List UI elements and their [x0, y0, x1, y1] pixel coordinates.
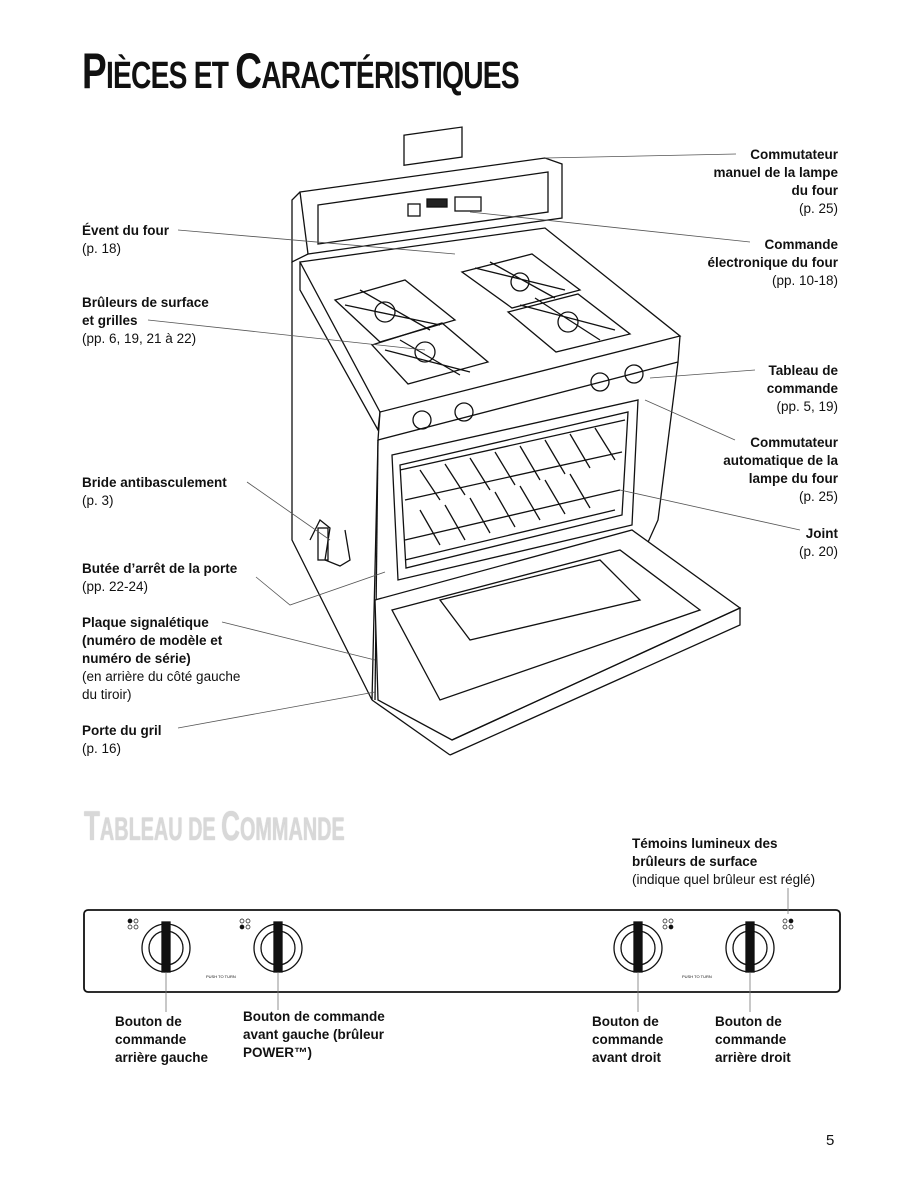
leader-lines	[147, 153, 801, 729]
cooktop	[298, 227, 682, 441]
oven-body	[291, 262, 742, 756]
indicator-lights	[127, 918, 794, 930]
page-number: 5	[826, 1132, 835, 1149]
callout-nameplate: Plaque signalétique (numéro de modèle et…	[82, 615, 241, 702]
control-panel-strip	[83, 888, 841, 1012]
push-to-turn-left: PUSH TO TURN	[206, 974, 236, 979]
callout-electronic-control: Commande électronique du four (pp. 10-18…	[707, 237, 838, 288]
callout-anti-tip: Bride antibasculement (p. 3)	[82, 475, 227, 508]
knob-front-right	[613, 921, 663, 973]
callout-burners: Brûleurs de surface et grilles (pp. 6, 1…	[82, 295, 209, 346]
knob-front-left	[253, 921, 303, 973]
callout-gasket: Joint (p. 20)	[798, 526, 838, 559]
page-title: PIÈCES ET CARACTÉRISTIQUES	[82, 43, 520, 99]
callout-lamp-switch: Commutateur manuel de la lampe du four (…	[713, 147, 838, 216]
section-subtitle: TABLEAU DE COMMANDE	[84, 802, 345, 849]
callout-oven-vent: Évent du four (p. 18)	[82, 223, 169, 256]
push-to-turn-right: PUSH TO TURN	[682, 974, 712, 979]
callout-indicator-lights: Témoins lumineux des brûleurs de surface…	[632, 836, 816, 887]
backguard	[291, 126, 563, 264]
callout-control-panel: Tableau de commande (pp. 5, 19)	[766, 363, 838, 414]
callout-broiler-door: Porte du gril (p. 16)	[82, 723, 162, 756]
callout-auto-lamp-switch: Commutateur automatique de la lampe du f…	[723, 435, 838, 504]
callout-door-stop: Butée d’arrêt de la porte (pp. 22-24)	[82, 561, 238, 594]
